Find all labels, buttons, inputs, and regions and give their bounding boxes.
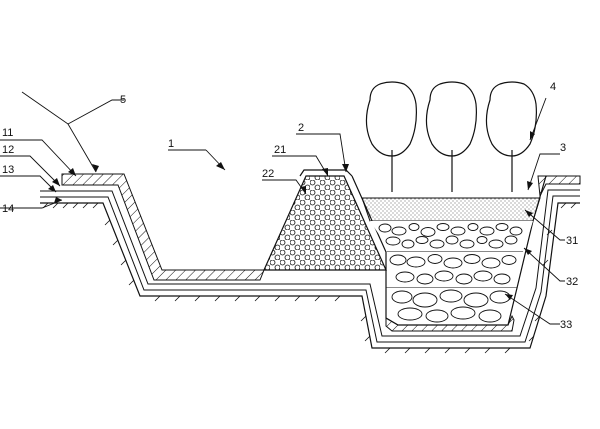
label-31: 31 — [566, 235, 578, 247]
ground-line-14 — [40, 202, 580, 349]
label-22: 22 — [262, 168, 274, 180]
embankment — [263, 169, 387, 271]
layer-line-13 — [40, 195, 580, 343]
label-3: 3 — [560, 142, 566, 154]
gravel-layer-31 — [370, 221, 533, 252]
porous-block — [263, 175, 387, 271]
hatched-liner-under-wetland — [385, 314, 515, 332]
tree-1 — [365, 81, 417, 192]
stone-layer-32 — [386, 254, 520, 288]
hatched-protective-layer — [61, 173, 265, 281]
label-13: 13 — [2, 164, 14, 176]
label-5: 5 — [120, 94, 126, 106]
wetland-outer-wall — [351, 175, 547, 326]
hatched-protective-layer-right — [537, 175, 581, 198]
label-1: 1 — [168, 138, 174, 150]
tree-3 — [485, 81, 537, 192]
label-21: 21 — [274, 144, 286, 156]
label-2: 2 — [298, 122, 304, 134]
leader-lines — [0, 91, 565, 325]
label-12: 12 — [2, 144, 14, 156]
label-4: 4 — [550, 81, 556, 93]
label-32: 32 — [566, 276, 578, 288]
trees — [365, 81, 537, 192]
tree-2 — [425, 81, 477, 192]
arrow-heads — [48, 131, 535, 300]
lining-layers — [40, 173, 581, 354]
sand-layer — [361, 197, 541, 222]
cobble-layer-33 — [391, 289, 511, 323]
label-33: 33 — [560, 319, 572, 331]
wetland-bed — [351, 175, 547, 326]
layer-line-12 — [40, 189, 580, 337]
label-11: 11 — [2, 127, 13, 139]
label-14: 14 — [2, 203, 14, 215]
